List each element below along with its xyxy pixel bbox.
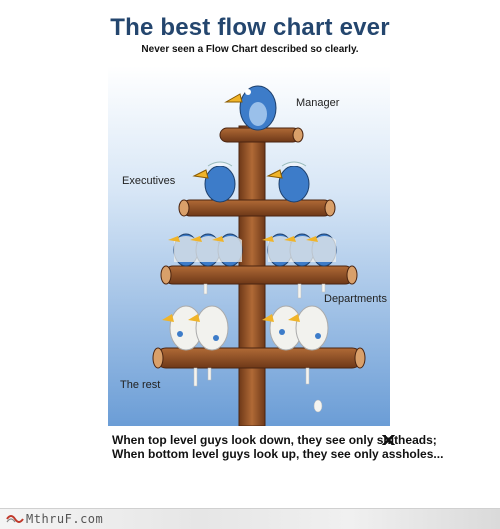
page-subtitle: Never seen a Flow Chart described so cle… xyxy=(141,44,359,55)
executive-bird-right-icon xyxy=(266,161,310,203)
executive-bird-left-icon xyxy=(192,161,236,203)
redacted-text: hi xyxy=(382,433,395,447)
caption-line-2: When bottom level guys look up, they see… xyxy=(112,447,444,461)
branch-executives xyxy=(181,199,333,217)
label-executives: Executives xyxy=(122,175,176,187)
manager-bird-icon xyxy=(224,85,277,131)
department-birds-right-icon xyxy=(262,233,337,267)
rest-birds-right-icon xyxy=(262,305,329,351)
page-title: The best flow chart ever xyxy=(110,14,390,41)
footer-bar: MthruF.com xyxy=(0,508,500,529)
caption-line-1: When top level guys look down, they see … xyxy=(112,433,437,447)
cartoon-illustration: Manager Executives Departments The rest xyxy=(108,66,390,426)
label-manager: Manager xyxy=(296,97,340,109)
label-departments: Departments xyxy=(324,293,387,305)
caption: When top level guys look down, they see … xyxy=(112,433,443,461)
mthruf-logo-icon[interactable] xyxy=(6,512,24,526)
department-birds-left-icon xyxy=(168,233,243,267)
branch-rest xyxy=(155,347,363,369)
branch-departments xyxy=(163,265,355,285)
footer-brand-link[interactable]: MthruF.com xyxy=(26,512,104,526)
label-rest: The rest xyxy=(120,379,160,391)
rest-birds-left-icon xyxy=(162,305,229,351)
